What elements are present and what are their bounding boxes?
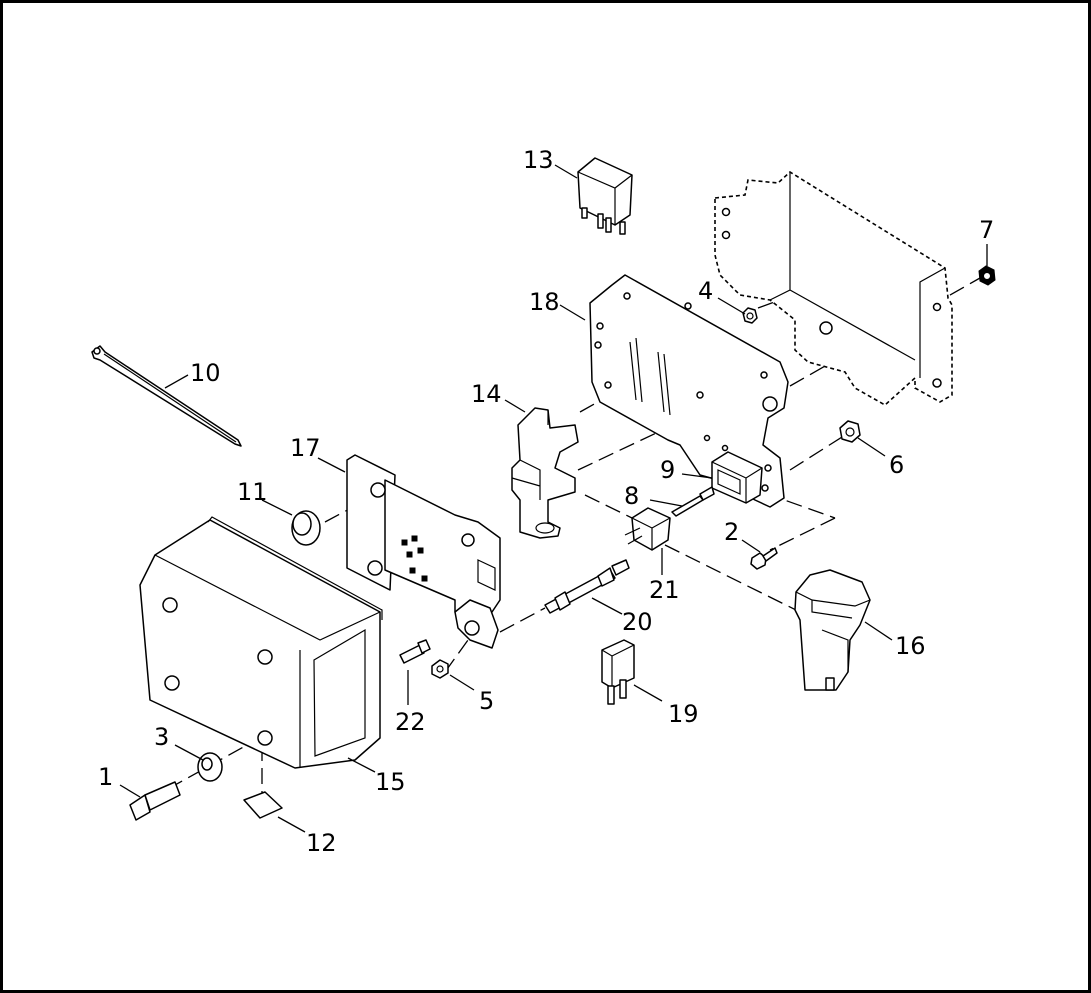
mounting-plate <box>589 274 789 508</box>
cover <box>139 516 383 769</box>
callout-5: 5 <box>479 687 494 715</box>
callout-18: 18 <box>529 288 560 316</box>
callout-13: 13 <box>523 146 554 174</box>
callout-21: 21 <box>649 576 680 604</box>
nut-4 <box>742 307 758 324</box>
callout-16: 16 <box>895 632 926 660</box>
bracket <box>346 454 501 649</box>
screw-2 <box>750 547 778 570</box>
callout-1: 1 <box>98 763 113 791</box>
screw-1 <box>129 781 181 821</box>
module <box>794 569 871 691</box>
callout-12: 12 <box>306 829 337 857</box>
grommet <box>291 510 321 546</box>
callout-2: 2 <box>724 518 739 546</box>
pin <box>671 486 715 517</box>
pad <box>243 791 283 819</box>
nut-7 <box>978 265 996 286</box>
callout-20: 20 <box>622 608 653 636</box>
connector-housing <box>711 451 763 504</box>
circuit-breaker <box>601 639 635 705</box>
callout-22: 22 <box>395 708 426 736</box>
callout-11: 11 <box>237 478 268 506</box>
cable-strap <box>91 345 242 447</box>
clip <box>511 407 579 539</box>
connector <box>624 507 671 551</box>
relay <box>577 157 633 235</box>
callout-17: 17 <box>290 434 321 462</box>
callout-4: 4 <box>698 277 713 305</box>
leader-lines <box>119 164 988 833</box>
callout-9: 9 <box>660 456 675 484</box>
stud <box>544 559 630 614</box>
callout-15: 15 <box>375 768 406 796</box>
callout-8: 8 <box>624 482 639 510</box>
phantom-tray <box>714 171 953 406</box>
callout-10: 10 <box>190 359 221 387</box>
callout-14: 14 <box>471 380 502 408</box>
callout-3: 3 <box>154 723 169 751</box>
nut-6 <box>839 420 861 443</box>
callout-7: 7 <box>979 216 994 244</box>
nut-5 <box>431 659 449 679</box>
callout-labels: 1 2 3 4 5 6 7 8 9 10 11 12 13 14 15 16 1… <box>98 146 994 857</box>
washer <box>197 752 223 782</box>
callout-19: 19 <box>668 700 699 728</box>
screw-22 <box>399 639 431 664</box>
callout-6: 6 <box>889 451 904 479</box>
